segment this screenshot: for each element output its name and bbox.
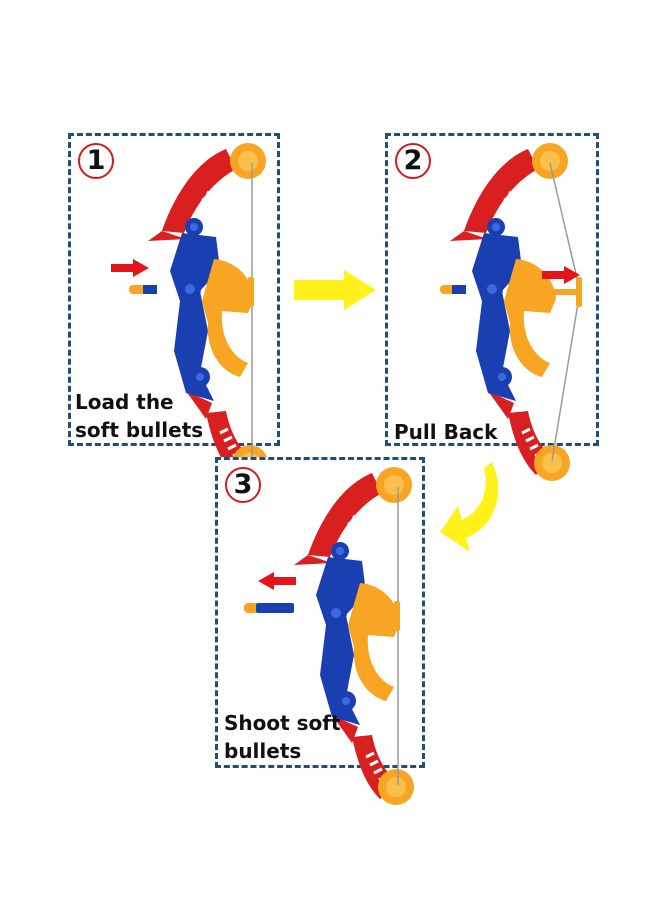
step-1-caption-line-1: Load the [75, 390, 174, 414]
step-3-panel: 3 Shoot soft bullets [215, 457, 425, 807]
yellow-right-arrow-icon [294, 270, 376, 310]
red-direction-arrow-icon [542, 266, 580, 284]
step-3-caption-line-1: Shoot soft [224, 711, 341, 735]
toy-bow-icon [146, 141, 270, 483]
foam-dart-icon [244, 603, 294, 613]
step-1-number: 1 [78, 143, 114, 179]
step-3-caption: Shoot soft bullets [224, 709, 341, 765]
step-3-caption-line-2: bullets [224, 739, 302, 763]
step-1-caption-line-2: soft bullets [75, 418, 204, 442]
foam-dart-icon [129, 285, 157, 294]
yellow-curved-arrow-icon [440, 462, 499, 552]
step-2-number: 2 [395, 143, 431, 179]
red-direction-arrow-icon [111, 259, 149, 277]
step-3-number: 3 [225, 467, 261, 503]
foam-dart-icon [440, 285, 466, 294]
step-2-caption: Pull Back [394, 418, 497, 446]
red-direction-arrow-icon [258, 572, 296, 590]
toy-bow-icon [292, 465, 416, 807]
step-2-caption-line-1: Pull Back [394, 420, 498, 444]
toy-bow-icon [448, 141, 582, 483]
step-1-caption: Load the soft bullets [75, 388, 203, 444]
step-1-panel: 1 Load the soft bullets [68, 133, 280, 483]
step-2-panel: 2 Pull Back [385, 133, 599, 483]
